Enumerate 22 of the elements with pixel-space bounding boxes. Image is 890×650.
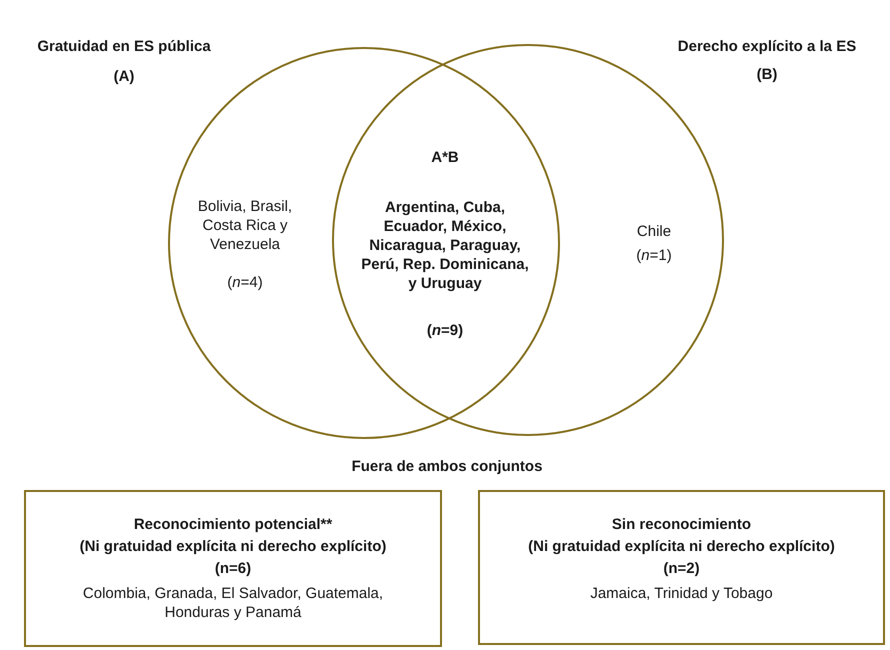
box-heading: (Ni gratuidad explícita ni derecho explícito) [527, 537, 836, 556]
country-text: (n=4) [226, 273, 264, 292]
count-label: (n=9) [426, 321, 464, 340]
box-heading: (n=2) [662, 559, 701, 578]
country-text: Colombia, Granada, El Salvador, Guatemala, Honduras y Panamá [82, 584, 384, 622]
category-box [24, 490, 442, 647]
box-heading: (Ni gratuidad explícita ni derecho explícito) [78, 537, 388, 556]
set-heading: Derecho explícito a la ES [676, 37, 858, 56]
set-heading: (A) [112, 67, 136, 86]
section-heading: Fuera de ambos conjuntos [350, 457, 544, 476]
category-box [478, 490, 885, 645]
country-text: Jamaica, Trinidad y Tobago [589, 584, 774, 603]
box-heading: Sin reconocimiento [610, 515, 752, 534]
box-heading: (n=6) [214, 559, 252, 578]
set-heading: (B) [756, 65, 778, 84]
country-text: Bolivia, Brasil, Costa Rica y Venezuela [196, 197, 294, 254]
set-heading: Gratuidad en ES pública [36, 37, 212, 56]
box-heading: Reconocimiento potencial** [132, 515, 334, 534]
intersection-heading: A*B [430, 148, 460, 167]
country-text: Chile [636, 222, 672, 241]
country-list: Argentina, Cuba, Ecuador, México, Nicaragua, Paraguay, Perú, Rep. Dominicana, y Uruguay [355, 198, 535, 293]
country-text: (n=1) [635, 246, 673, 265]
